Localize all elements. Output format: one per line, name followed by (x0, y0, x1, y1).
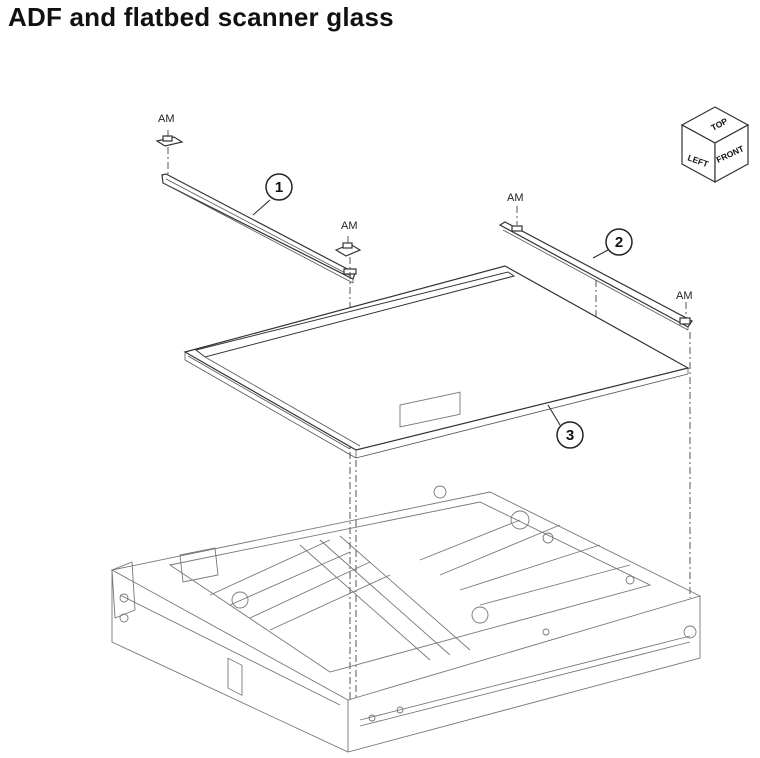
part-1-left-strip (161, 173, 357, 284)
am-label-3: AM (507, 192, 524, 204)
callout-2: 2 (592, 228, 633, 259)
callout-1-number: 1 (275, 179, 283, 196)
am-clip-2: AM (334, 220, 362, 702)
part-2-right-strip (498, 221, 693, 331)
am-label-2: AM (341, 220, 358, 232)
page-title: ADF and flatbed scanner glass (8, 2, 394, 32)
am-label-4: AM (676, 290, 693, 302)
am-clip-1: AM (155, 113, 184, 175)
am-mark-3: AM (507, 192, 524, 225)
callout-1: 1 (252, 173, 293, 216)
scanner-base-frame (110, 391, 702, 753)
callout-3: 3 (547, 404, 584, 449)
callout-2-number: 2 (615, 234, 623, 251)
part-3-scanner-glass (183, 265, 690, 459)
orientation-cube: TOP LEFT FRONT (680, 106, 750, 184)
am-label-1: AM (158, 113, 175, 125)
callout-3-number: 3 (566, 427, 574, 444)
am-mark-4: AM (676, 290, 693, 598)
